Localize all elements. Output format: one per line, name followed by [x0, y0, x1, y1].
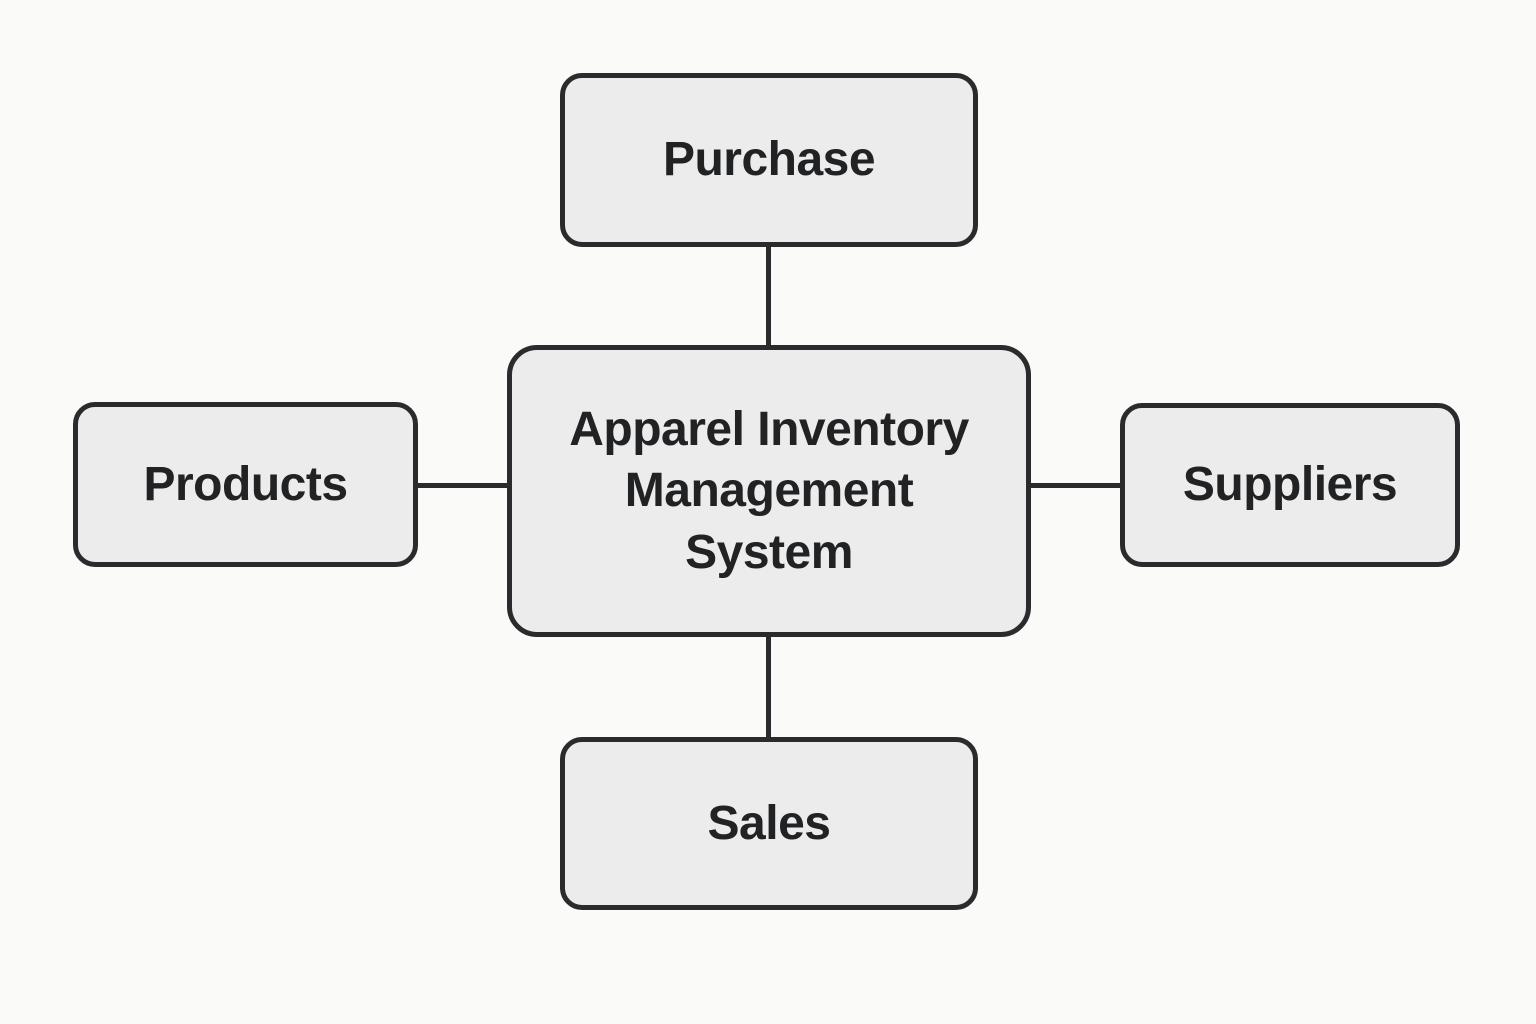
node-products-label: Products [143, 457, 348, 511]
node-purchase: Purchase [560, 73, 978, 247]
center-node-label: Apparel Inventory Management System [569, 402, 969, 579]
node-sales: Sales [560, 737, 978, 910]
node-suppliers: Suppliers [1120, 403, 1460, 567]
node-suppliers-label: Suppliers [1182, 458, 1398, 512]
connector-center-suppliers [1029, 483, 1122, 488]
node-purchase-label: Purchase [662, 133, 876, 187]
connector-purchase-center [766, 245, 771, 347]
node-sales-label: Sales [707, 796, 831, 850]
connector-products-center [416, 483, 509, 488]
node-apparel-inventory-management-system: Apparel Inventory Management System [507, 345, 1031, 637]
connector-center-sales [766, 635, 771, 739]
node-products: Products [73, 402, 418, 567]
